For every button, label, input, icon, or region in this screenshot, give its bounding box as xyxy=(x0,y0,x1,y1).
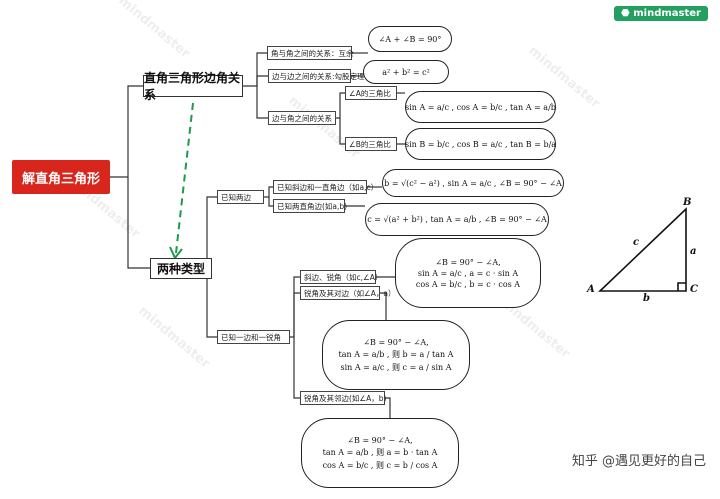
root-topic[interactable]: 解直角三角形 xyxy=(12,160,110,194)
vertex-c-label: C xyxy=(690,284,698,295)
vertex-b-label: B xyxy=(683,197,692,208)
sub-two-legs[interactable]: 已知两直角边(如a,b) xyxy=(273,199,347,213)
formula-line: ∠B = 90° − ∠A, xyxy=(363,337,429,347)
sub-ratio-a[interactable]: ∠A的三角比 xyxy=(345,86,397,100)
formula-line: tan A = a/b , 则 b = a / tan A xyxy=(338,349,454,359)
formula-pythagoras: a² + b² = c² xyxy=(363,60,449,84)
sub-ratio-b[interactable]: ∠B的三角比 xyxy=(345,137,397,151)
side-b-label: b xyxy=(643,293,650,304)
sub-two-sides[interactable]: 已知两边 xyxy=(217,190,264,204)
sub-acute-adj[interactable]: 锐角及其邻边(如∠A，b) xyxy=(300,391,386,405)
branch-types[interactable]: 两种类型 xyxy=(150,258,212,279)
formula-hyp-acute: ∠B = 90° − ∠A, sin A = a/c , a = c · sin… xyxy=(395,238,541,308)
side-a-label: a xyxy=(690,246,697,257)
formula-ratio-b: sin B = b/c , cos B = a/c , tan B = b/a xyxy=(405,128,556,160)
vertex-a-label: A xyxy=(587,284,595,295)
side-c-label: c xyxy=(633,237,640,248)
branch-relations[interactable]: 直角三角形边角关系 xyxy=(143,71,243,102)
sub-acute-opp[interactable]: 锐角及其对边（如∠A，a） xyxy=(300,286,395,300)
sub-hyp-leg[interactable]: 已知斜边和一直角边（如a,c） xyxy=(273,180,378,194)
formula-line: sin A = a/c , a = c · sin A xyxy=(417,268,519,278)
formula-line: cos A = b/c , b = c · cos A xyxy=(415,279,521,289)
formula-line: sin A = a/c , 则 c = a / sin A xyxy=(340,362,452,372)
formula-line: ∠B = 90° − ∠A, xyxy=(347,435,413,445)
formula-acute-opp: ∠B = 90° − ∠A, tan A = a/b , 则 b = a / t… xyxy=(322,320,470,390)
sub-side-angle[interactable]: 已知一边和一锐角 xyxy=(217,330,290,344)
formula-line: cos A = b/c , 则 c = b / cos A xyxy=(322,460,438,470)
sub-hyp-acute[interactable]: 斜边、锐角（如c,∠A） xyxy=(300,270,382,284)
formula-angles: ∠A + ∠B = 90° xyxy=(368,26,452,52)
sub-side-relation[interactable]: 边与边之间的关系:勾股定理 xyxy=(268,69,365,83)
formula-hyp-leg: b = √(c² − a²) , sin A = a/c , ∠B = 90° … xyxy=(382,169,564,197)
formula-line: ∠B = 90° − ∠A, xyxy=(435,257,501,267)
formula-acute-adj: ∠B = 90° − ∠A, tan A = a/b , 则 a = b · t… xyxy=(301,418,459,488)
author-credit: 知乎 @遇见更好的自己 xyxy=(571,454,706,469)
formula-two-legs: c = √(a² + b²) , tan A = a/b , ∠B = 90° … xyxy=(365,203,549,236)
formula-ratio-a: sin A = a/c , cos A = b/c , tan A = a/b xyxy=(405,91,556,123)
sub-angle-relation[interactable]: 角与角之间的关系：互余 xyxy=(267,46,354,60)
sub-side-angle-relation[interactable]: 边与角之间的关系 xyxy=(268,111,336,125)
formula-line: tan A = a/b , 则 a = b · tan A xyxy=(322,447,438,457)
mindmaster-logo: ⬣ mindmaster xyxy=(614,6,708,21)
brand-icon: ⬣ xyxy=(621,8,634,19)
